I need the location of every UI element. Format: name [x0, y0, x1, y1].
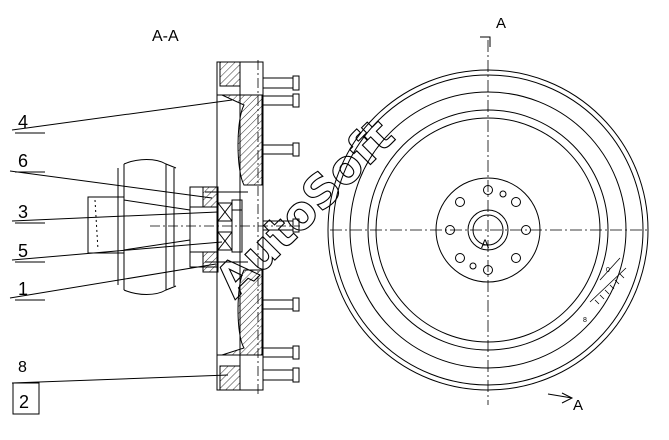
wheel-disc-section [216, 61, 264, 391]
part-label-6: 6 [18, 151, 28, 171]
part-label-8: 8 [18, 359, 27, 376]
section-title: A-A [152, 28, 179, 45]
part-label-4: 4 [18, 112, 28, 132]
cut-plane-markers [480, 36, 574, 404]
scale-digit-0: 0 [606, 267, 610, 274]
rim-scale [589, 257, 627, 305]
cut-mark-center: A [481, 237, 489, 251]
part-label-2: 2 [19, 392, 29, 412]
part-label-1: 1 [18, 279, 28, 299]
scale-digit-8: 8 [583, 317, 587, 324]
front-center-lines [330, 40, 650, 405]
section-center-lines [150, 60, 300, 395]
bolts [205, 75, 300, 383]
watermark-logo: AutoSoft [205, 108, 405, 308]
cut-mark-top: A [496, 15, 506, 32]
axle-hub [87, 159, 191, 295]
leader-lines [9, 99, 233, 415]
part-label-3: 3 [18, 202, 28, 222]
cut-mark-bottom: A [573, 397, 583, 414]
part-label-5: 5 [18, 241, 28, 261]
